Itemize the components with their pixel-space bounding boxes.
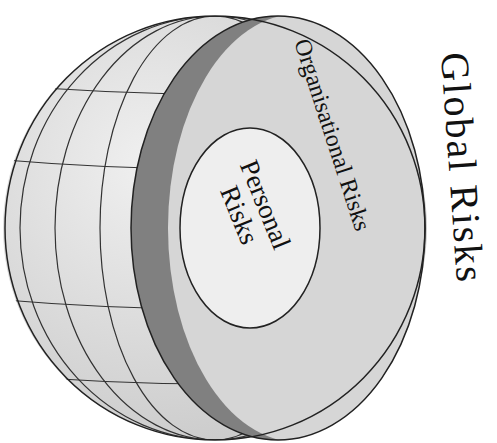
- personal-core: Personal Risks: [180, 128, 320, 328]
- node-border: [180, 128, 320, 328]
- node-border: [131, 16, 425, 440]
- globe-sphere: Personal RisksOrganisational RisksGlobal…: [5, 16, 425, 440]
- node-border: [5, 16, 425, 440]
- layer-label: Global Risks: [433, 51, 491, 285]
- layer-label: Organisational Risks: [289, 36, 375, 234]
- organisational-layer: Personal RisksOrganisational Risks: [131, 16, 425, 440]
- cut-face-light: [168, 14, 428, 442]
- core-fill: [180, 128, 320, 328]
- layer-label: Personal Risks: [203, 143, 301, 277]
